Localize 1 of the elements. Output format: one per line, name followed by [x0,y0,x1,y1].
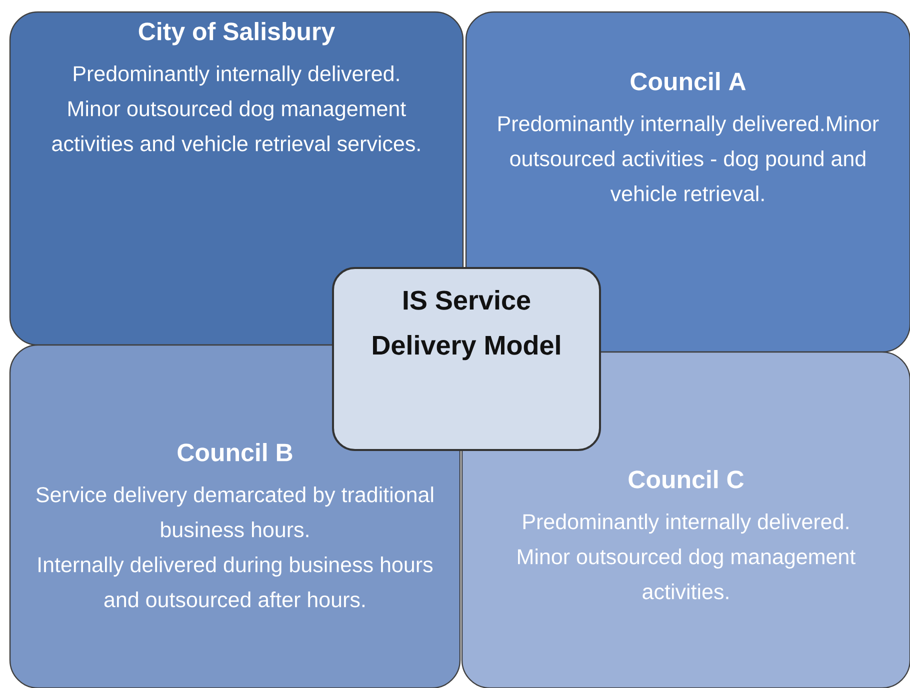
title-box: IS Service Delivery Model [332,267,601,451]
